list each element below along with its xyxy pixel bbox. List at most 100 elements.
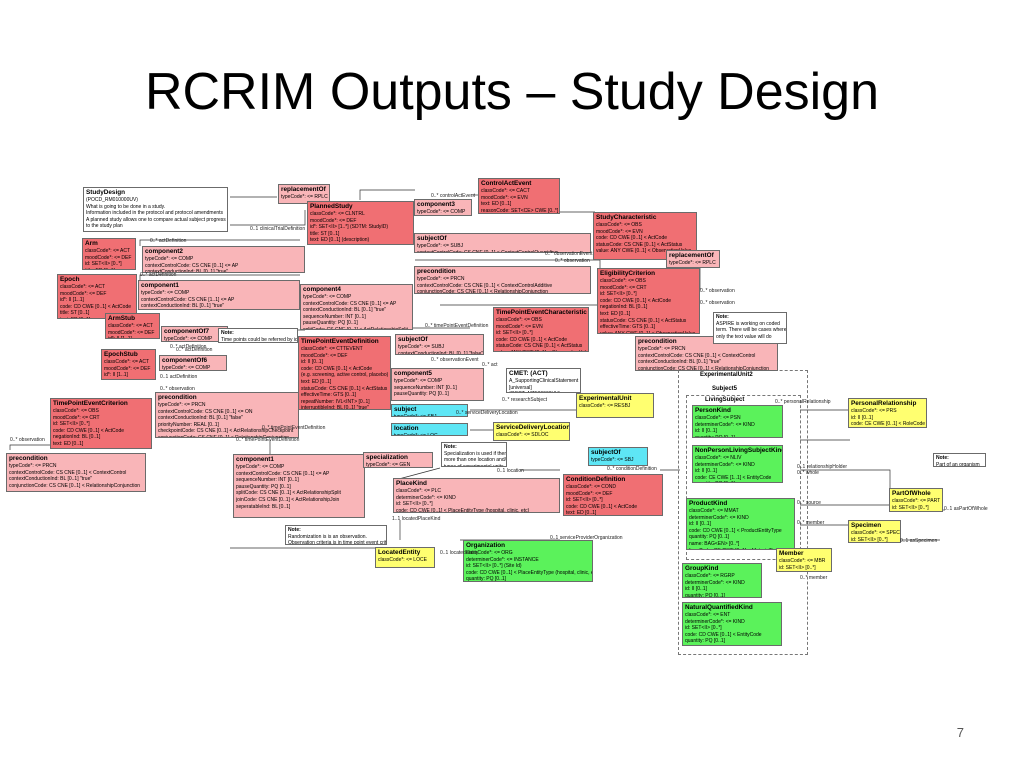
- class-attribute: statusCode: CS CNE [0..1] < ActStatus: [596, 241, 683, 248]
- class-attribute: statusCode: CS CNE [0..1] < ActStatus: [301, 385, 388, 392]
- class-title: PersonalRelationship: [851, 400, 917, 407]
- class-attribute: title: ST [0..1]: [310, 230, 340, 237]
- class-attribute: id: SET<II> [0..*]: [685, 625, 722, 632]
- class-attribute: classCode*: <= OBS: [496, 317, 542, 323]
- class-attribute: name: BAG<EN> [0..*]: [689, 540, 740, 547]
- class-attribute: quantity: PQ [0..1]: [695, 434, 736, 438]
- class-title: precondition: [158, 394, 197, 401]
- class-attribute: classCode*: <= RGRP: [685, 573, 735, 579]
- class-attribute: determinerCode*: <= KIND: [695, 461, 755, 468]
- note-line: term. There will be cases where: [716, 327, 787, 334]
- class-attribute: typeCode*: <= SBJ: [394, 414, 437, 417]
- class-attribute: code: CD CWE [0..1] < EntityCode: [685, 631, 762, 638]
- note-line: Note:: [716, 314, 729, 320]
- class-attribute: id: II [0..1]: [695, 468, 717, 475]
- class-attribute: typeCode*: <= COMP: [303, 294, 352, 300]
- class-attribute: classCode*: <= ACT: [104, 359, 150, 365]
- class-attribute: code: CD CWE [0..1] < PlaceEntityType (h…: [396, 507, 530, 513]
- class-attribute: negationInd: BL [0..1]: [600, 304, 648, 311]
- edge-label: 0..* conditionDefinition: [607, 466, 657, 472]
- class-title: ArmStub: [108, 315, 135, 322]
- class-title: componentOf6: [162, 357, 208, 364]
- class-attribute: effectiveTime: GTS [0..1]: [301, 392, 357, 399]
- class-attribute: moodCode*: <= DEF: [104, 365, 151, 372]
- class-attribute: id: II [0..1]: [685, 586, 707, 593]
- class-attribute: id: SET<II> [0..*] (Site Id): [466, 563, 522, 570]
- class-attribute: code: CD CWE [0..1] < ActCode: [566, 503, 638, 510]
- class-attribute: repeatNumber: IVL<INT> [0..1]: [301, 398, 370, 405]
- class-attribute: moodCode*: <= EVN: [481, 194, 528, 201]
- class-attribute: typeCode*: <= LOC: [394, 433, 438, 436]
- class-attribute: classCode*: <= SDLOC: [496, 432, 549, 438]
- class-attribute: id: SET<II> [0..*]: [566, 497, 603, 504]
- class-title: LocatedEntity: [378, 549, 421, 556]
- class-title: subjectOf: [591, 449, 621, 456]
- class-attribute: id: SET<II> [0..*]: [53, 421, 90, 428]
- class-attribute: code: CD CWE [0..1] < ActCode: [496, 336, 568, 343]
- class-title: TimePointEventCriterion: [53, 400, 128, 407]
- class-attribute: interruptibleInd: BL [0..1] "true": [301, 405, 369, 410]
- edge-label: 0..* controlActEvent: [431, 193, 475, 199]
- edge-label: 0..1 location: [497, 468, 524, 474]
- class-title: StudyDesign: [86, 189, 126, 196]
- class-attribute: id: SET<II> [0..*]: [600, 291, 637, 298]
- class-attribute: code: CD CWE [0..1] < ProductEntityType: [689, 527, 782, 534]
- class-attribute: classCode*: <= MMAT: [689, 508, 739, 514]
- class-attribute: id: II [0..1]: [689, 521, 711, 528]
- class-attribute: typeCode*: <= RPLC: [669, 260, 716, 266]
- class-attribute: id: II [0..1]: [851, 414, 873, 421]
- class-attribute: text: ED [0..1]: [481, 201, 512, 208]
- class-attribute: contextConductionInd: BL [0..1] "true": [9, 476, 93, 483]
- note-line: more than one location and/or: [444, 457, 507, 464]
- note-line: Note:: [288, 527, 301, 533]
- class-attribute: classCode*: <= NLIV: [695, 455, 742, 461]
- class-attribute: classCode*: <= CACT: [481, 188, 530, 194]
- class-attribute: contextConductionInd: BL [0..1] "true": [638, 359, 722, 366]
- class-attribute: id: SET<II> [0..*]: [396, 501, 433, 508]
- edge-label: 0..* actDefinition: [170, 344, 207, 350]
- class-title: component1: [236, 456, 274, 463]
- class-title: Specimen: [851, 522, 882, 529]
- edge-label: 0..* observation: [700, 300, 735, 306]
- class-title: NaturalQuantifiedKind: [685, 604, 753, 611]
- note-line: Specialization is used if there are: [444, 450, 506, 457]
- class-attribute: typeCode*: <= COMP: [145, 256, 194, 262]
- class-attribute: (e.g. screening, active control, placebo…: [301, 372, 389, 379]
- class-attribute: A planned study allows one to compare ac…: [86, 216, 226, 223]
- class-attribute: typeCode*: <= COMP: [141, 290, 190, 296]
- class-attribute: negationInd: BL [0..1]: [53, 434, 101, 441]
- class-title: location: [394, 425, 419, 432]
- class-attribute: contextConductionInd: BL [0..1] "true": [141, 303, 225, 310]
- class-title: TimePointEventCharacteristic: [496, 309, 587, 316]
- class-attribute: [universal]: [509, 384, 532, 391]
- class-attribute: typeCode*: <= PRCN: [417, 276, 465, 282]
- class-attribute: What is going to be done in a study.: [86, 203, 166, 210]
- class-attribute: contextConductionInd: BL [0..1] "false": [398, 350, 484, 355]
- edge-label: 0..1 asSpecimen: [900, 538, 938, 544]
- class-attribute: code: CD CWE [0..1] < ActCode: [600, 297, 672, 304]
- edge-label: 0..* whole: [797, 470, 819, 476]
- edge-label: 0..* observation: [700, 288, 735, 294]
- class-attribute: classCode*: <= LOCE: [378, 557, 427, 563]
- class-attribute: classCode*: <= ACT: [85, 248, 131, 254]
- class-attribute: determinerCode*: <= KIND: [689, 514, 749, 521]
- class-attribute: text: ED [0..1]: [53, 440, 84, 447]
- class-attribute: value: ANY CWE [0..1] < ObservationValue: [496, 350, 588, 351]
- class-title: ConditionDefinition: [566, 476, 626, 483]
- class-attribute: id*: SET<II> [1..*] (SDTM: StudyID): [310, 224, 389, 231]
- edge-label: 0..* observation: [160, 386, 195, 392]
